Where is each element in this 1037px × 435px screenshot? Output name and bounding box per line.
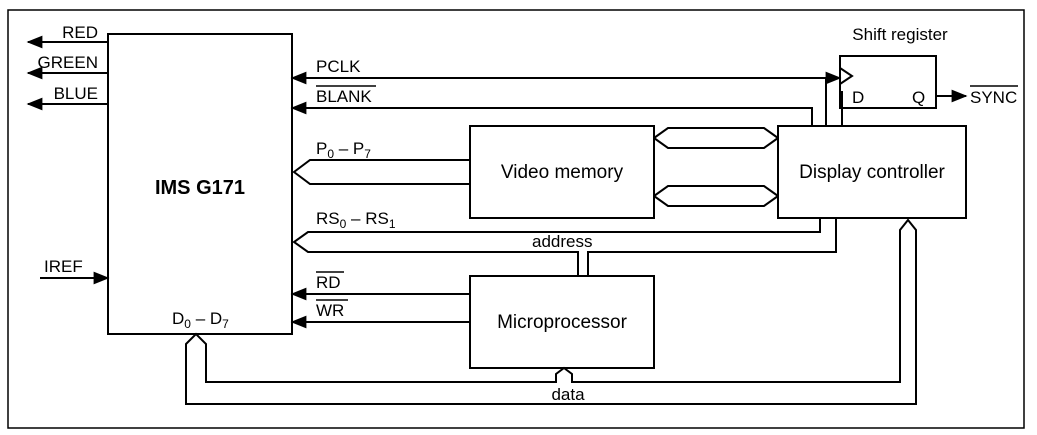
data-bus bbox=[185, 218, 917, 405]
display-controller-label: Display controller bbox=[799, 162, 945, 183]
controller-to-shift-d bbox=[840, 91, 843, 126]
display-controller-block bbox=[777, 125, 967, 219]
pixel-bus bbox=[292, 159, 470, 185]
ims-g171-label: IMS G171 bbox=[155, 177, 245, 199]
pclk-line bbox=[290, 71, 827, 126]
pclk-label: PCLK bbox=[316, 57, 361, 76]
blank-line bbox=[290, 101, 813, 126]
ims-g171-block bbox=[107, 33, 293, 335]
vm-dc-bus-top bbox=[653, 127, 779, 149]
rs-label: RS0 – RS1 bbox=[316, 209, 396, 231]
data-bus-pin-label: D0 – D7 bbox=[172, 309, 229, 331]
data-label: data bbox=[551, 385, 585, 404]
pixel-bus-label: P0 – P7 bbox=[316, 139, 371, 161]
address-bus bbox=[292, 218, 837, 276]
clock-input-symbol bbox=[839, 67, 854, 85]
red-label: RED bbox=[62, 23, 98, 42]
outer-frame bbox=[7, 9, 1025, 429]
video-memory-block bbox=[469, 125, 655, 219]
address-label: address bbox=[532, 232, 592, 251]
shift-register-label: Shift register bbox=[852, 25, 948, 44]
rd-label: RD bbox=[316, 273, 341, 292]
shift-register-q-pin: Q bbox=[912, 88, 925, 107]
video-memory-label: Video memory bbox=[501, 162, 624, 183]
green-label: GREEN bbox=[38, 53, 98, 72]
shift-register-d-pin: D bbox=[852, 88, 864, 107]
microprocessor-label: Microprocessor bbox=[497, 312, 628, 333]
wr-label: WR bbox=[316, 301, 344, 320]
vm-dc-bus-bottom bbox=[653, 185, 779, 207]
blue-label: BLUE bbox=[54, 84, 98, 103]
blank-label: BLANK bbox=[316, 87, 372, 106]
sync-label: SYNC bbox=[970, 88, 1017, 107]
iref-label: IREF bbox=[44, 257, 83, 276]
